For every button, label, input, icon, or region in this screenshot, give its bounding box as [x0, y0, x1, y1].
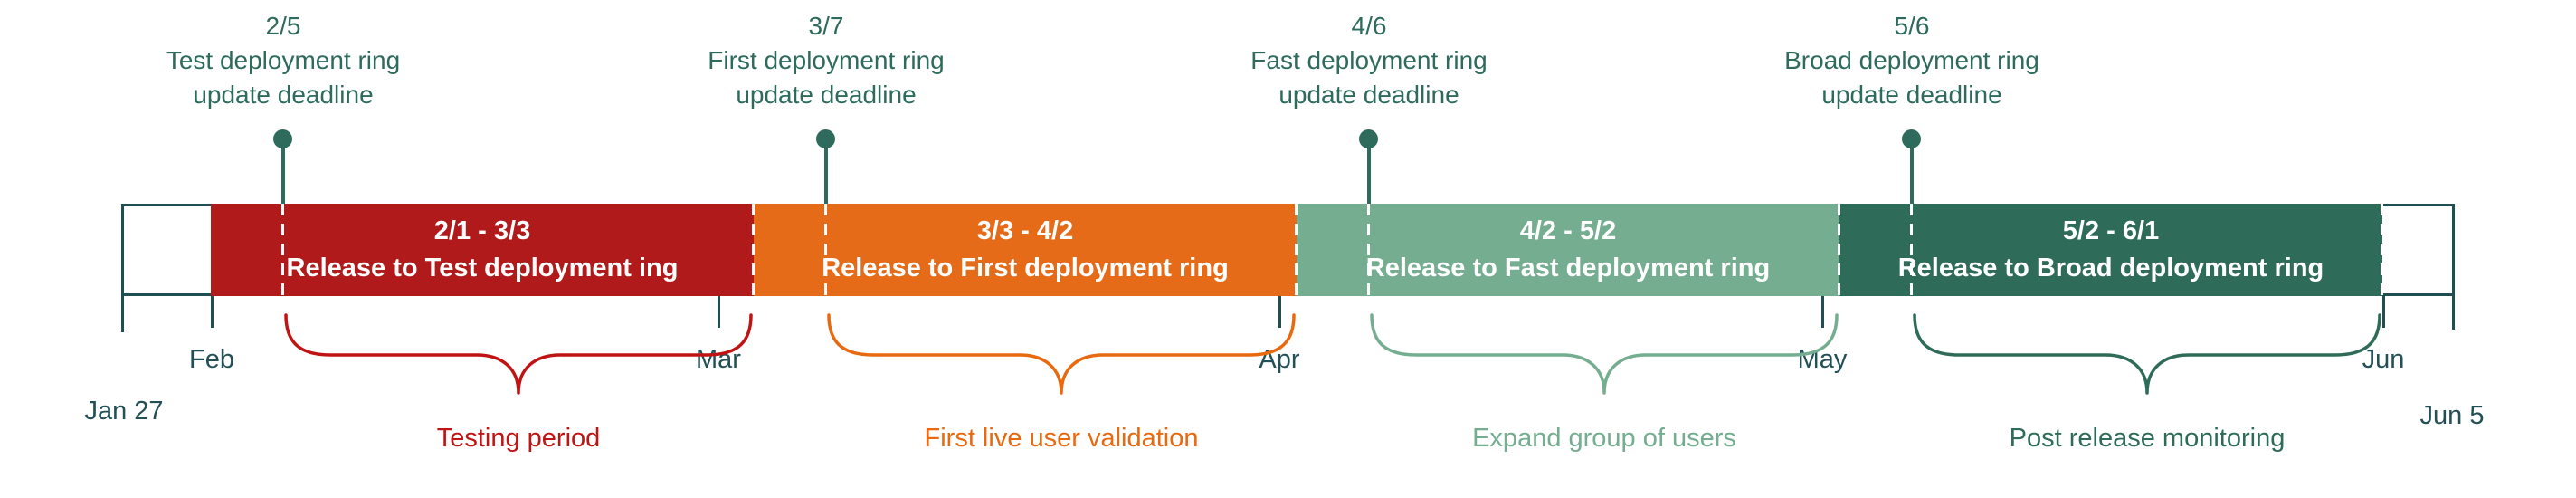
segment-date-range: 2/1 - 3/3 — [433, 216, 531, 245]
month-tick-may — [1821, 296, 1824, 328]
timeline-end-line — [2452, 204, 2455, 330]
segment-boundary-dash — [2381, 204, 2383, 296]
milestone-text-first: 3/7 First deployment ring update deadlin… — [618, 9, 1034, 112]
milestone-date: 3/7 — [808, 12, 844, 40]
milestone-ring: Broad deployment ring — [1784, 46, 2039, 74]
segment-date-range: 5/2 - 6/1 — [2062, 216, 2160, 245]
phase-brace-validation — [827, 313, 1296, 395]
milestone-ring: Fast deployment ring — [1250, 46, 1488, 74]
phase-label-validation: First live user validation — [924, 424, 1199, 453]
milestone-dot-icon — [1902, 129, 1921, 148]
segment-date-range: 3/3 - 4/2 — [976, 216, 1074, 245]
milestone-stem — [824, 147, 828, 204]
segment-boundary-dash — [1838, 204, 1840, 296]
month-label-jun: Jun — [2362, 345, 2405, 374]
milestone-text-broad: 5/6 Broad deployment ring update deadlin… — [1704, 9, 2120, 112]
tail-box-top-line — [2382, 204, 2455, 206]
milestone-stem — [1910, 147, 1914, 204]
milestone-deadline: update deadline — [736, 81, 917, 109]
phase-brace-expand — [1370, 313, 1839, 395]
milestone-deadline: update deadline — [1278, 81, 1459, 109]
segment-broad-ring: 5/2 - 6/1 Release to Broad deployment ri… — [1839, 204, 2382, 296]
phase-label-expand: Expand group of users — [1472, 424, 1736, 453]
segment-label: Release to Broad deployment ring — [1897, 254, 2324, 283]
month-label-feb: Feb — [189, 345, 234, 374]
milestone-text-fast: 4/6 Fast deployment ring update deadline — [1161, 9, 1577, 112]
lead-in-box-top-line — [121, 204, 214, 206]
segment-test-ring: 2/1 - 3/3 Release to Test deployment ing — [211, 204, 754, 296]
milestone-drop-dash — [1367, 204, 1370, 296]
phase-label-testing: Testing period — [436, 424, 601, 453]
month-tick-apr — [1278, 296, 1281, 328]
timeline-start-line — [121, 204, 124, 332]
milestone-date: 5/6 — [1894, 12, 1930, 40]
month-tick-jun — [2382, 296, 2385, 328]
milestone-ring: First deployment ring — [708, 46, 945, 74]
milestone-drop-dash — [1910, 204, 1913, 296]
segment-fast-ring: 4/2 - 5/2 Release to Fast deployment rin… — [1297, 204, 1839, 296]
segment-boundary-dash — [752, 204, 755, 296]
milestone-drop-dash — [824, 204, 827, 296]
milestone-stem — [281, 147, 285, 204]
timeline-start-label: Jan 27 — [84, 397, 164, 426]
segment-boundary-dash — [1295, 204, 1298, 296]
milestone-deadline: update deadline — [1821, 81, 2002, 109]
lead-in-box-bottom-line — [121, 293, 214, 296]
month-tick-feb — [211, 296, 214, 328]
milestone-deadline: update deadline — [193, 81, 374, 109]
milestone-ring: Test deployment ring — [166, 46, 401, 74]
phase-label-monitoring: Post release monitoring — [2009, 424, 2286, 453]
milestone-drop-dash — [281, 204, 284, 296]
tail-box-bottom-line — [2382, 293, 2455, 296]
milestone-stem — [1367, 147, 1371, 204]
milestone-date: 4/6 — [1351, 12, 1387, 40]
segment-label: Release to Fast deployment ring — [1365, 254, 1771, 283]
milestone-dot-icon — [273, 129, 292, 148]
month-tick-mar — [718, 296, 720, 328]
phase-brace-testing — [284, 313, 753, 395]
segment-label: Release to First deployment ring — [822, 254, 1229, 283]
milestone-dot-icon — [816, 129, 835, 148]
milestone-date: 2/5 — [265, 12, 301, 40]
milestone-text-test: 2/5 Test deployment ring update deadline — [75, 9, 491, 112]
segment-label: Release to Test deployment ing — [286, 254, 679, 283]
phase-brace-monitoring — [1913, 313, 2381, 395]
milestone-dot-icon — [1359, 129, 1378, 148]
timeline-end-label: Jun 5 — [2419, 401, 2485, 430]
segment-date-range: 4/2 - 5/2 — [1519, 216, 1617, 245]
segment-first-ring: 3/3 - 4/2 Release to First deployment ri… — [754, 204, 1297, 296]
